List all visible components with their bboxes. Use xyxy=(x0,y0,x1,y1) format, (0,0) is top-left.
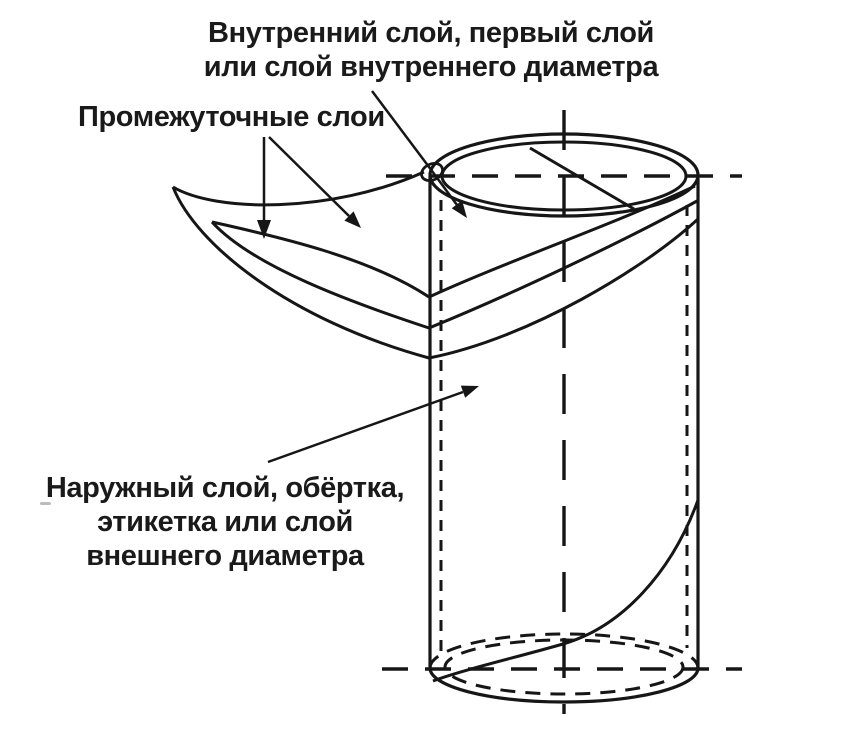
top-face-seam-line xyxy=(529,146,635,211)
label-inner-layer: Внутренний слой, первый слой или слой вн… xyxy=(181,16,681,84)
top-rim-outer-ellipse xyxy=(428,132,700,218)
label-outer-layer: Наружный слой, обёртка, этикетка или сло… xyxy=(45,471,405,573)
label-inner-layer-line2: или слой внутреннего диаметра xyxy=(203,51,659,83)
arrow-inner-layer-head xyxy=(451,200,467,218)
peel-outer-wing-bottom-edge xyxy=(171,186,430,360)
bottom-inner-wall-dashed-ellipse xyxy=(443,638,685,696)
top-rim-inner-ellipse xyxy=(440,140,688,212)
peel-middle-wing-top-edge xyxy=(211,220,430,299)
bottom-ellipse-front-arc xyxy=(428,667,700,704)
label-intermediate-layers-line1: Промежуточные слои xyxy=(78,101,385,133)
arrow-intermediate-2-line xyxy=(268,136,350,217)
arrow-intermediate-2-head xyxy=(344,211,361,228)
label-inner-layer-line1: Внутренний слой, первый слой xyxy=(208,17,654,49)
helix-edge-1 xyxy=(428,184,696,299)
arrow-outer-layer-line xyxy=(267,390,464,464)
arrow-intermediate-1-head xyxy=(257,220,271,239)
peel-outer-wing-top-edge xyxy=(172,170,425,207)
label-outer-layer-line2: этикетка или слой xyxy=(97,506,353,538)
helix-edge-2 xyxy=(428,199,698,330)
helix-edge-3 xyxy=(428,217,700,360)
peel-middle-wing-bottom-edge xyxy=(210,220,430,330)
arrow-outer-layer-head xyxy=(460,385,479,398)
label-outer-layer-line3: внешнего диаметра xyxy=(86,540,364,572)
arrow-inner-layer-line xyxy=(371,90,459,206)
label-outer-layer-line1: Наружный слой, обёртка, xyxy=(45,472,405,504)
spiral-seam-bottom xyxy=(432,499,700,683)
label-intermediate-layers: Промежуточные слои xyxy=(78,100,385,134)
stray-mark xyxy=(40,502,51,505)
